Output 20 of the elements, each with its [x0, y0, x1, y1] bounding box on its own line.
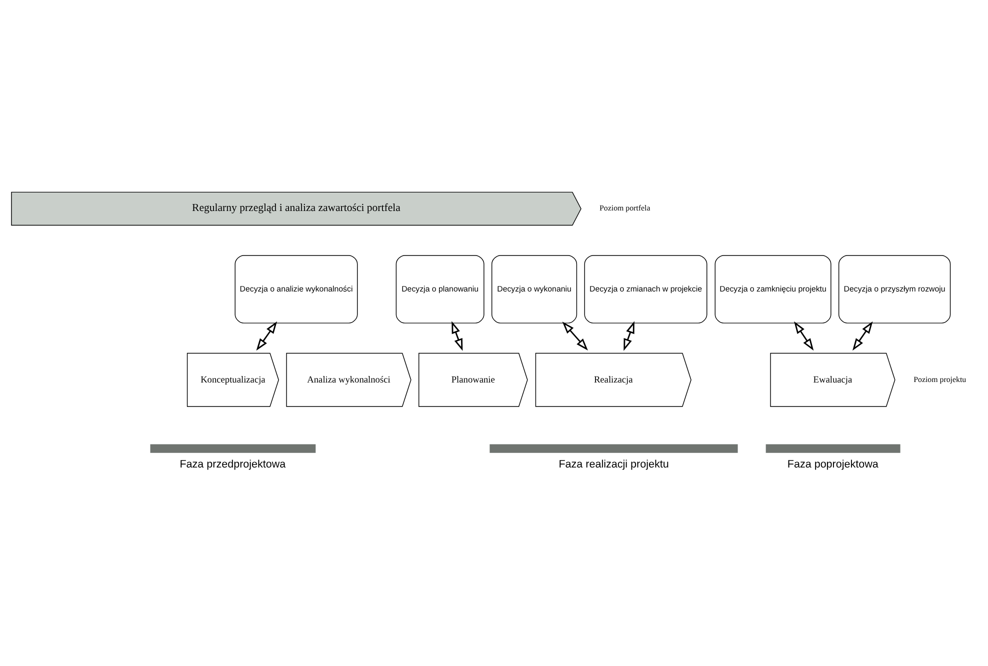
- node-box: Decyzja o wykonaniu: [491, 254, 578, 323]
- node-box: Decyzja o przyszłym rozwoju: [838, 254, 951, 323]
- node-box: [490, 444, 738, 452]
- node-label: Faza realizacji projektu: [558, 458, 669, 470]
- arrow: [794, 320, 814, 350]
- node-box: Decyzja o zamknięciu projektu: [714, 254, 832, 323]
- arrow: [852, 320, 873, 350]
- node-label: Faza poprojektowa: [787, 458, 878, 470]
- node-box: [150, 444, 316, 452]
- label: Poziom projektu: [914, 374, 966, 384]
- node-box: Decyzja o planowaniu: [396, 254, 484, 323]
- arrow: [256, 320, 278, 350]
- node-box: [766, 444, 900, 452]
- label: Poziom portfela: [600, 203, 650, 212]
- arrow: [624, 320, 634, 350]
- node-box: Decyzja o analizie wykonalności: [234, 254, 358, 323]
- arrow: [562, 321, 588, 350]
- node-label: Faza przedprojektowa: [180, 458, 286, 470]
- arrow: [452, 320, 463, 350]
- node-box: Decyzja o zmianach w projekcie: [584, 254, 708, 323]
